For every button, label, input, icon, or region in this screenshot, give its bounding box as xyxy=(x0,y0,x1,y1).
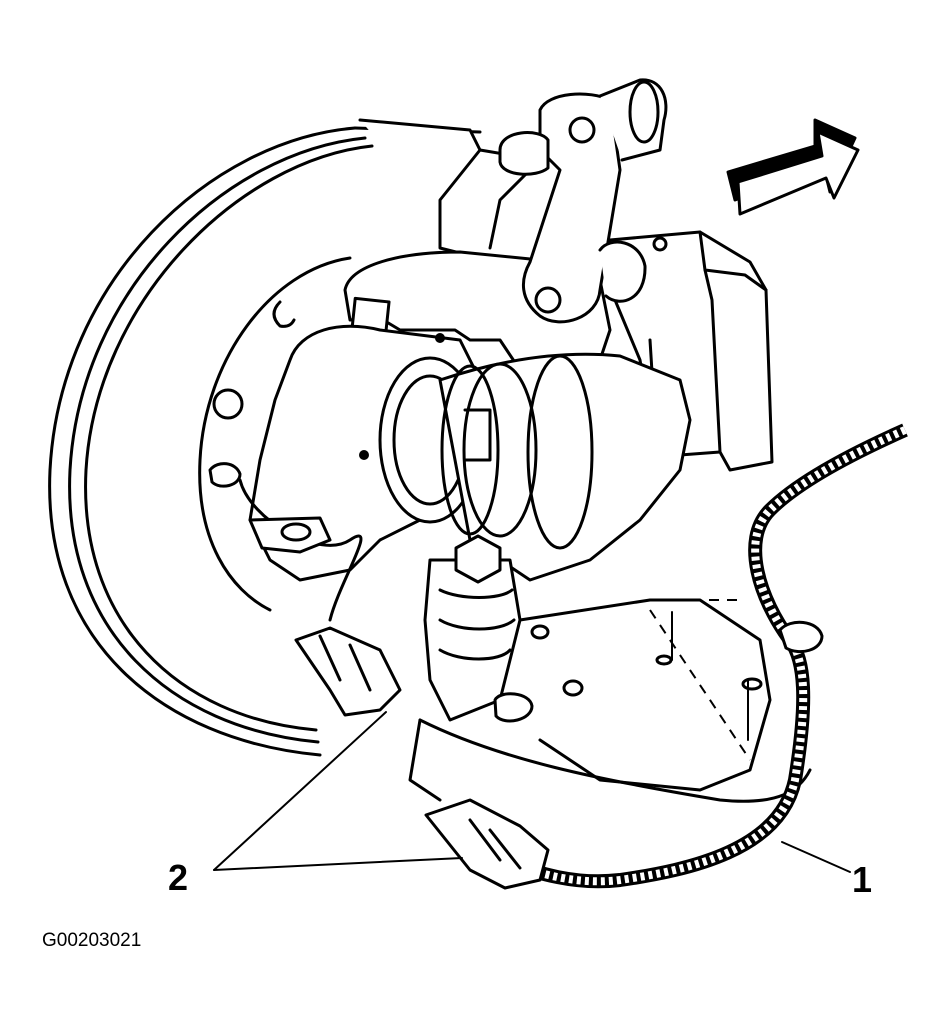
callout-2-leader xyxy=(213,711,463,871)
callout-1-label: 1 xyxy=(852,859,873,900)
callout-1-leader xyxy=(781,841,851,873)
drive-axle xyxy=(378,352,692,582)
ball-joint xyxy=(423,534,534,723)
wheel-speed-sensor-harness xyxy=(208,423,908,889)
brake-rotor xyxy=(48,126,482,757)
front-direction-arrow-icon xyxy=(726,118,860,216)
figure-id: G00203021 xyxy=(42,930,142,951)
harness-clips-and-connector xyxy=(294,626,550,890)
upper-link-arm xyxy=(498,78,668,324)
callout-2-label: 2 xyxy=(168,857,189,898)
